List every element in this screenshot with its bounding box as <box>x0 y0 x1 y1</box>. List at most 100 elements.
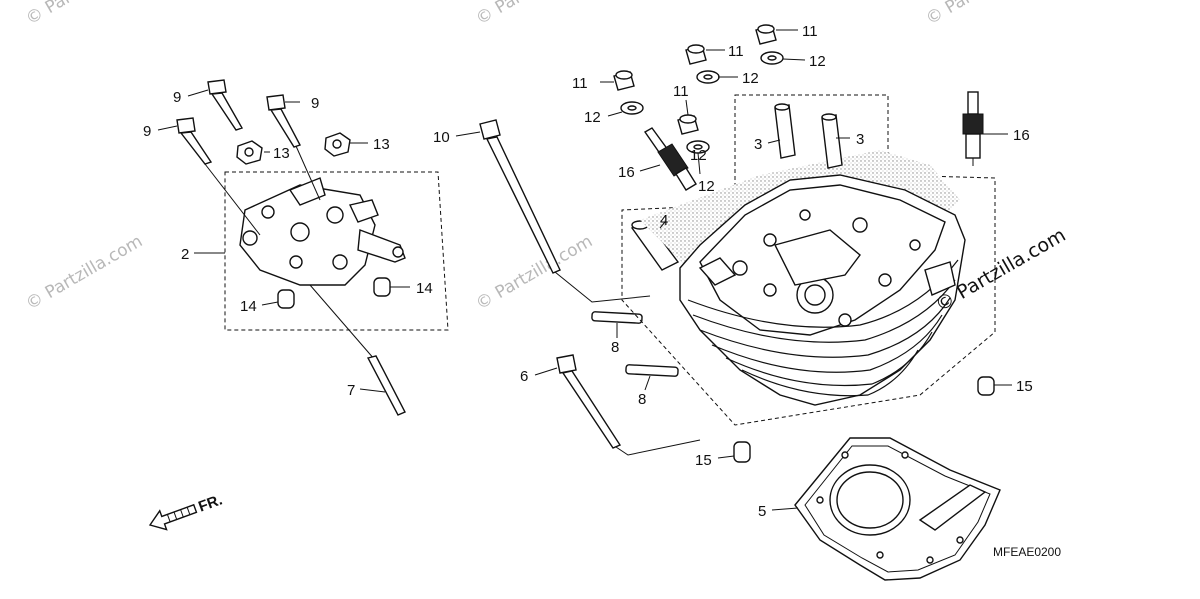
bolt-shank <box>210 92 244 131</box>
gasket-hole <box>841 451 849 459</box>
stud-centerline <box>309 284 376 361</box>
diagram-code: MFEAE0200 <box>993 545 1061 559</box>
washer-hole <box>703 74 713 80</box>
watermark: © Partzilla.com <box>923 0 1047 29</box>
spark-plug-thread <box>675 167 697 191</box>
arrow-stripe <box>173 511 178 520</box>
holder-bore <box>261 205 275 219</box>
guide-top <box>821 113 837 121</box>
long-bolt-shank <box>485 136 561 274</box>
valve-guide-sleeve <box>821 114 843 169</box>
callout-8: 8 <box>638 391 646 408</box>
callout-8: 8 <box>611 339 619 356</box>
front-arrow: FR. <box>148 491 225 531</box>
dowel-14-group <box>277 277 391 309</box>
head-gasket-5 <box>794 437 1001 581</box>
gasket-hole <box>956 536 964 544</box>
callout-13: 13 <box>273 145 290 162</box>
rocker-arm-pad <box>348 199 379 223</box>
arrow-stripe <box>186 507 191 515</box>
front-arrow-icon <box>148 503 198 531</box>
rocker-arm-holder-assembly <box>224 171 449 331</box>
bolt-shank <box>269 108 302 148</box>
valve-guide-3-group <box>774 103 843 169</box>
callout-12: 12 <box>690 147 707 164</box>
bolt-10-group <box>479 119 651 303</box>
rocker-holder-lobe <box>288 177 326 206</box>
callout-16: 16 <box>1013 127 1030 144</box>
callout-15: 15 <box>1016 378 1033 395</box>
holder-bore <box>326 206 344 224</box>
callout-11: 11 <box>572 75 588 92</box>
callout-9: 9 <box>311 95 319 112</box>
callout-4: 4 <box>660 212 668 229</box>
callout-12: 12 <box>698 178 715 195</box>
nut-hole <box>244 147 254 157</box>
stud-bolt <box>366 355 406 416</box>
bolt-hole <box>732 260 748 276</box>
seal-top <box>679 114 697 124</box>
arrow-stripe <box>180 509 184 518</box>
bolt-hole <box>878 273 892 287</box>
head-boss <box>924 261 956 296</box>
rocker-arm-tip <box>392 246 404 258</box>
bolt-line <box>204 163 261 236</box>
bolt-head <box>207 79 227 95</box>
watermark: © Partzilla.com <box>23 231 147 314</box>
callout-11: 11 <box>673 83 689 100</box>
stud-7-group <box>309 284 406 416</box>
callout-9: 9 <box>143 123 151 140</box>
nut-hole <box>332 139 342 149</box>
cylinder-head-assembly <box>621 94 996 426</box>
cooling-fin <box>699 297 951 358</box>
bolt-head <box>266 94 286 111</box>
stud-8-group <box>591 311 679 377</box>
holder-dash-box <box>224 171 449 331</box>
head-recess <box>773 229 861 286</box>
dowel-pin <box>977 376 995 396</box>
gasket-hole <box>816 496 824 504</box>
leader-lines <box>157 29 1012 511</box>
washer-hole <box>693 144 703 150</box>
callout-16: 16 <box>618 164 635 181</box>
callout-11: 11 <box>802 23 818 40</box>
callout-7: 7 <box>347 382 355 399</box>
bolt-shank <box>561 370 622 449</box>
callout-12: 12 <box>742 70 759 87</box>
bolt-head <box>176 117 196 134</box>
bolt-hole <box>763 283 777 297</box>
watermark: © Partzilla.com <box>473 0 597 29</box>
bolt-shank <box>179 131 213 165</box>
holder-bore <box>332 254 348 270</box>
front-arrow-label: FR. <box>196 491 225 515</box>
seal-top <box>757 24 775 34</box>
callout-13: 13 <box>373 136 390 153</box>
watermark: © Partzilla.com <box>473 231 597 314</box>
callout-2: 2 <box>181 246 189 263</box>
cooling-fin <box>692 279 956 343</box>
cooling-fin <box>711 314 943 373</box>
arrow-stripe <box>166 514 171 523</box>
callout-12: 12 <box>809 53 826 70</box>
callout-12: 12 <box>584 109 601 126</box>
callout-5: 5 <box>758 503 766 520</box>
bolt-line <box>554 271 651 303</box>
spark-plug-thread <box>965 133 981 159</box>
washer-hole <box>767 55 777 61</box>
dowel-pin <box>277 289 295 309</box>
callout-14: 14 <box>416 280 433 297</box>
holder-bore <box>290 222 310 242</box>
bolt-head <box>479 119 501 140</box>
bolt-hole <box>852 217 868 233</box>
spark-plug-16-group <box>643 91 984 191</box>
callout-11: 11 <box>728 43 744 60</box>
guide-top <box>774 103 790 111</box>
holder-bore <box>242 230 258 246</box>
seal-top <box>615 70 633 80</box>
spark-plug-insulator <box>967 91 979 115</box>
stud-bolt <box>591 311 643 324</box>
spark-plug-hex <box>962 113 984 135</box>
head-boss <box>698 257 737 286</box>
dowel-pin <box>733 441 751 463</box>
